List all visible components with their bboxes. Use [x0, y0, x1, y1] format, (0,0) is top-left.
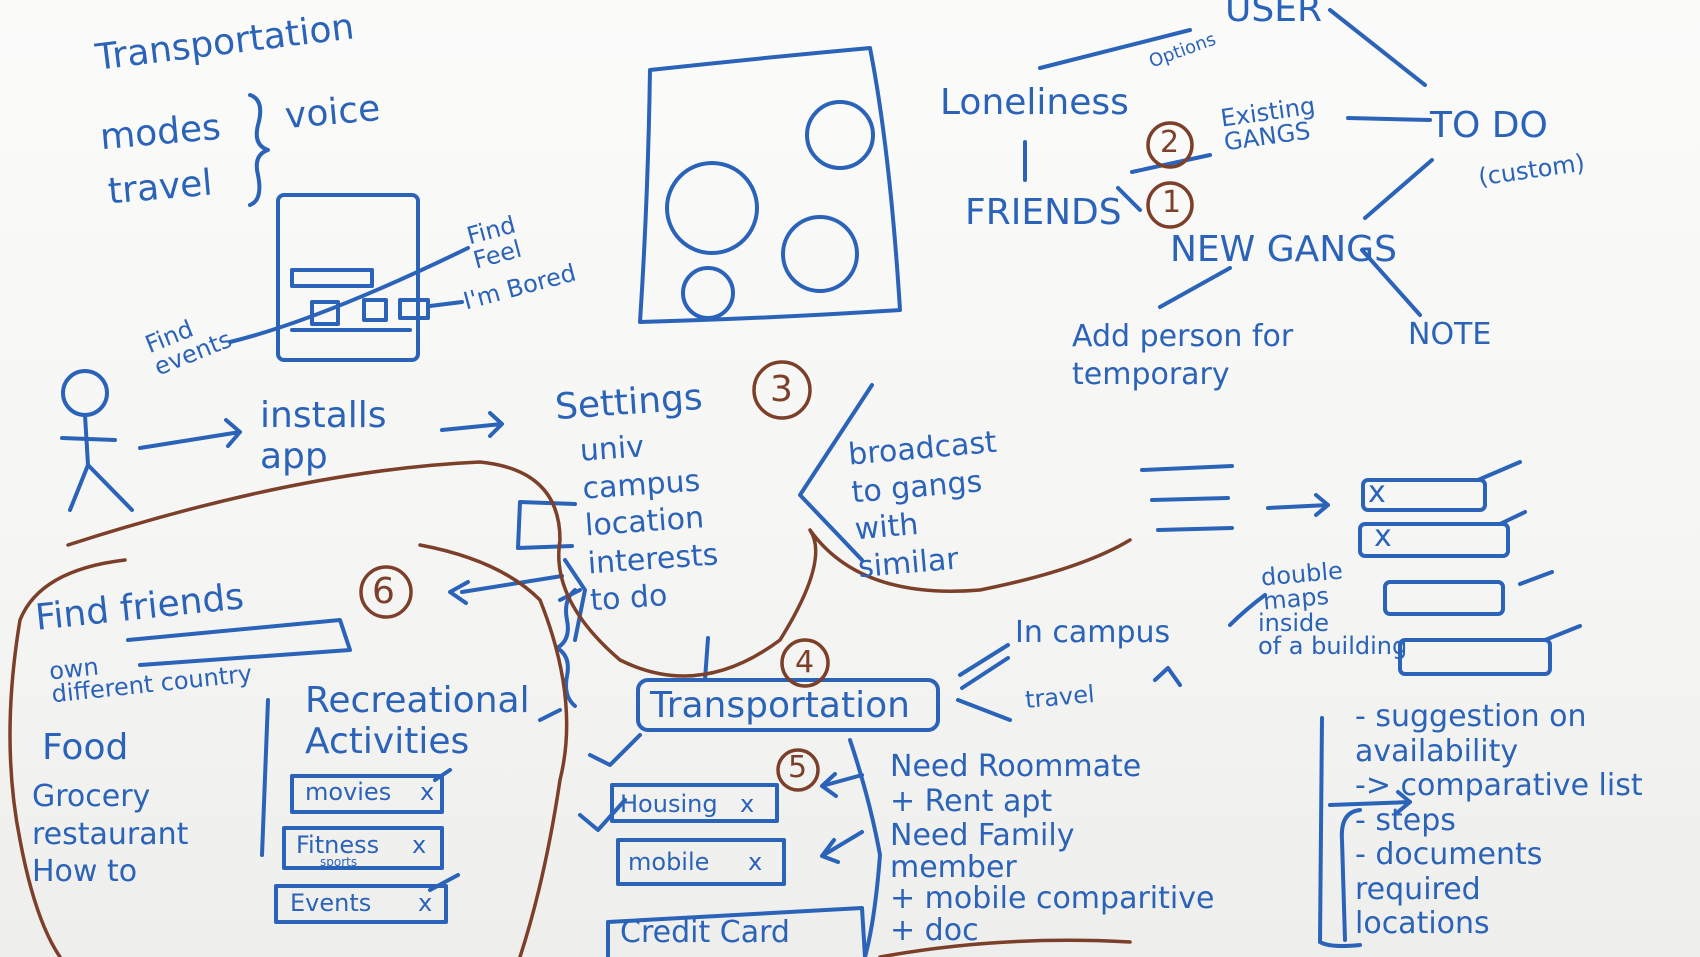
food-items-text: Grocery restaurant How to	[32, 779, 189, 889]
mobile-text: mobile	[628, 848, 710, 876]
user-text: USER	[1225, 0, 1322, 30]
recreational-activities-text: Recreational Activities	[305, 680, 530, 763]
step-number-6: 6	[372, 571, 395, 612]
number-circle	[752, 360, 812, 420]
number-circle	[1146, 121, 1194, 169]
travel-text: travel	[106, 162, 214, 213]
voice-text: voice	[283, 87, 382, 138]
list-box	[1383, 580, 1505, 616]
step-number-2: 2	[1160, 125, 1180, 160]
housing-box	[610, 783, 779, 823]
food-text: Food	[42, 727, 129, 768]
mobile-x: x	[748, 848, 763, 876]
installs-app-text: installs app	[260, 395, 387, 478]
settings-items-text: univ campus location interests to do	[578, 429, 720, 619]
phone-wireframe	[276, 193, 420, 362]
fitness-box	[282, 826, 444, 870]
need-family-text: Need Family member + mobile comparitive …	[890, 818, 1215, 948]
credit-card-text: Credit Card	[620, 915, 790, 950]
inside-building-text: inside of a building	[1258, 609, 1408, 660]
broadcast-text: broadcast to gangs with similar	[846, 424, 999, 585]
fitness-text: Fitness	[296, 831, 380, 859]
list-box	[1361, 478, 1487, 512]
sports-text: sports	[320, 855, 358, 869]
transportation-box-text: Transportation	[650, 685, 910, 726]
housing-text: Housing	[620, 790, 718, 818]
settings-text: Settings	[553, 376, 704, 429]
events-x: x	[418, 889, 433, 917]
tablet-wireframe	[638, 46, 902, 324]
movies-x: x	[420, 778, 435, 806]
step-number-5: 5	[788, 750, 808, 785]
list-item-x: x	[1374, 519, 1392, 554]
credit-card-box	[606, 906, 867, 957]
tablet-circle	[805, 100, 875, 170]
arrow	[1266, 493, 1330, 517]
step-number-1: 1	[1162, 185, 1182, 220]
housing-x: x	[740, 790, 755, 818]
tablet-circle	[781, 215, 859, 293]
number-circle	[359, 565, 413, 619]
tablet-circle	[681, 266, 735, 320]
list-box	[1358, 522, 1510, 558]
step-number-4: 4	[795, 645, 815, 680]
number-circle	[1146, 181, 1194, 229]
note-text: NOTE	[1408, 317, 1492, 352]
arrow	[820, 772, 864, 798]
arrow	[440, 411, 504, 438]
stick-figure	[60, 369, 134, 512]
cloud-boundary	[66, 460, 1132, 678]
movies-box	[290, 774, 444, 814]
events-box	[274, 884, 448, 924]
need-roommate-text: Need Roommate + Rent apt	[890, 749, 1142, 819]
in-campus-text: In campus	[1015, 615, 1171, 650]
left-region-boundary	[8, 558, 127, 957]
step-number-3: 3	[770, 369, 793, 410]
list-item-x: x	[1368, 475, 1386, 510]
movies-text: movies	[305, 778, 392, 806]
modes-text: modes	[98, 106, 223, 159]
todo-text: TO DO	[1430, 105, 1548, 146]
mobile-box	[616, 838, 786, 886]
suggestion-list-text: - suggestion on availability -> comparat…	[1355, 699, 1643, 941]
list-box	[1398, 638, 1552, 676]
fitness-x: x	[412, 831, 427, 859]
new-gangs-text: NEW GANGS	[1170, 229, 1397, 270]
double-maps-text: double maps	[1259, 556, 1344, 616]
loneliness-text: Loneliness	[940, 82, 1129, 123]
voice-brace	[248, 93, 270, 207]
arrow	[138, 418, 242, 450]
arrow	[448, 574, 564, 605]
tablet-circle	[665, 161, 759, 255]
existing-gangs-text: Existing GANGS	[1218, 91, 1317, 157]
number-circle	[776, 748, 820, 792]
friends-text: FRIENDS	[965, 192, 1122, 233]
travel-option-text: travel	[1023, 680, 1096, 714]
arrow	[820, 830, 864, 864]
add-person-text: Add person for temporary	[1072, 319, 1294, 392]
events-text: Events	[290, 889, 372, 917]
arrow	[1328, 790, 1412, 814]
number-circle	[780, 638, 830, 688]
